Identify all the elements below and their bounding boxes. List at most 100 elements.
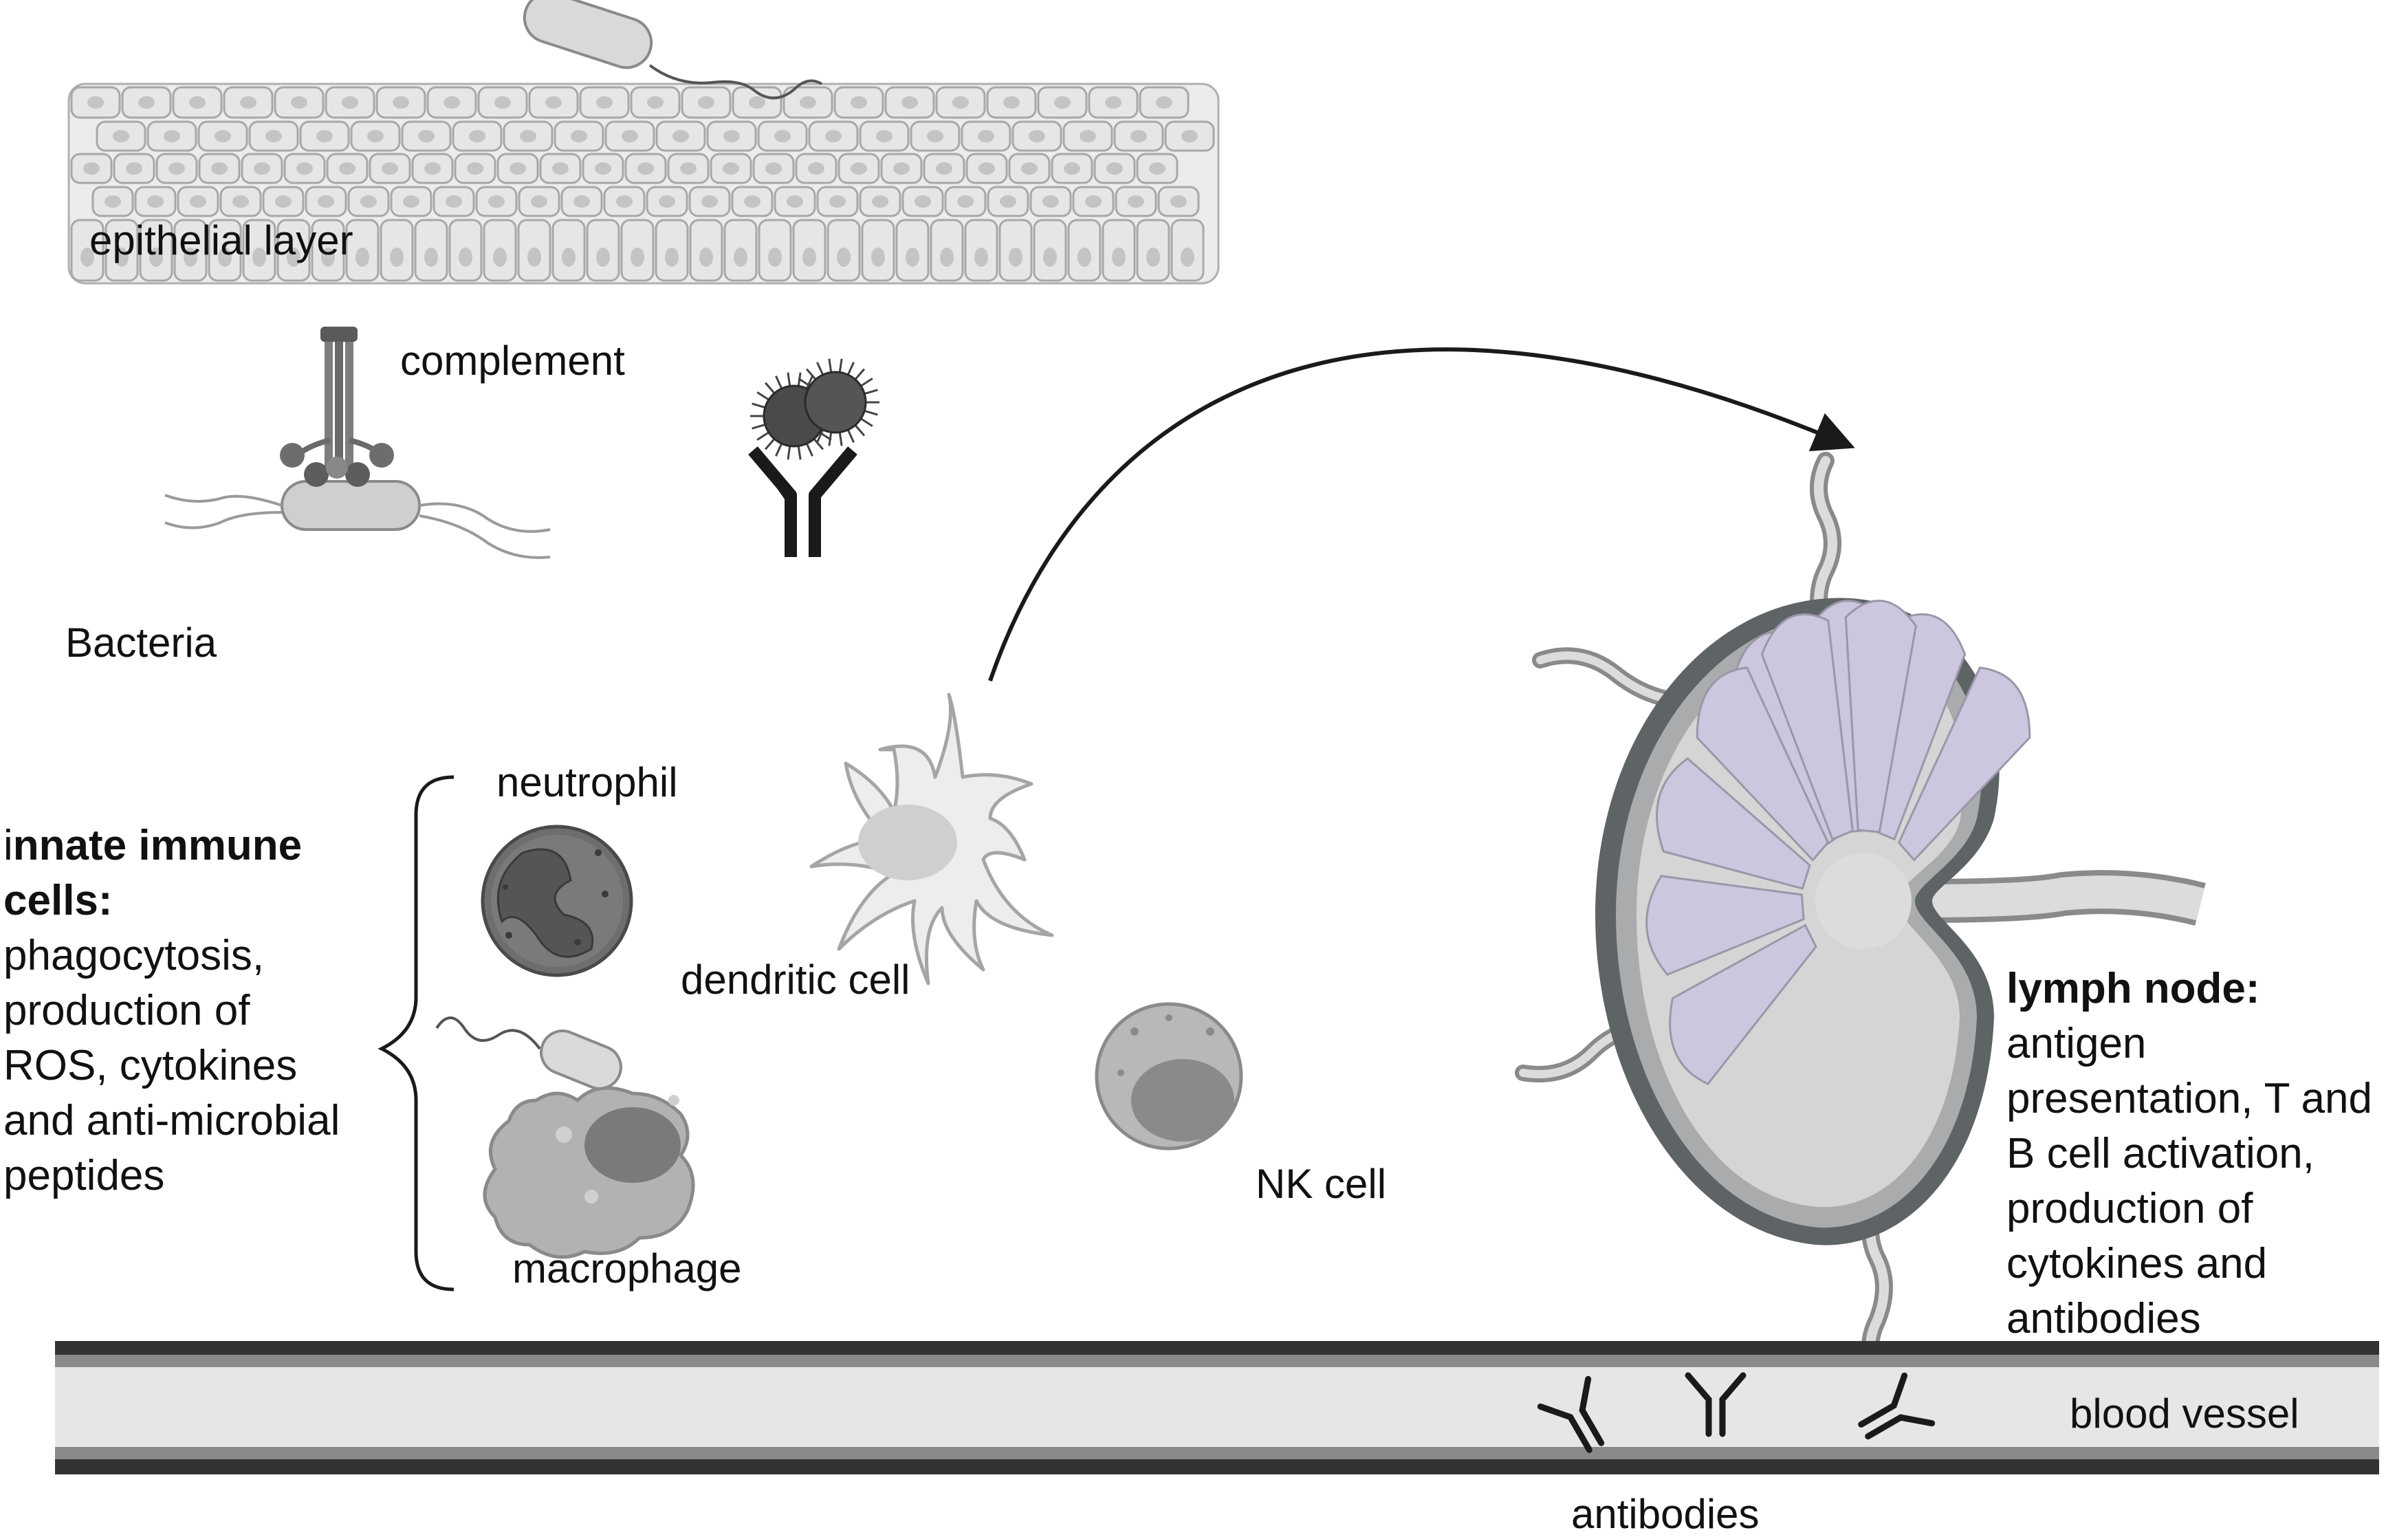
bacteria-label: Bacteria: [65, 620, 217, 666]
epithelial-nucleus: [978, 130, 994, 142]
epithelial-nucleus: [573, 195, 590, 208]
coccus-pilus: [816, 362, 824, 375]
migration-arrow: [988, 347, 1855, 682]
epithelial-nucleus: [1181, 248, 1194, 267]
epithelial-nucleus: [275, 195, 292, 208]
coccus-pilus: [752, 402, 766, 409]
epithelial-nucleus: [893, 162, 910, 175]
complement-label: complement: [400, 338, 625, 384]
epithelial-nucleus: [659, 195, 675, 208]
epithelial-nucleus: [164, 130, 180, 142]
innate-title-line1: innate immune: [3, 818, 340, 873]
epithelial-nucleus: [562, 248, 576, 267]
coccus-pilus: [805, 443, 813, 457]
bacterium-top-icon: [523, 0, 823, 100]
coccus-pilus: [787, 372, 791, 386]
dendritic-cell-icon: [809, 693, 1054, 985]
epithelial-nucleus: [80, 248, 94, 267]
lymph-line: production of: [2006, 1185, 2253, 1232]
epithelial-nucleus: [316, 130, 333, 142]
epithelial-nucleus: [978, 162, 995, 175]
epithelial-nucleus: [936, 162, 952, 175]
innate-line: peptides: [3, 1152, 165, 1199]
epithelial-nucleus: [287, 248, 300, 267]
coccus-pilus: [752, 423, 766, 430]
diplococcus-antibody-icon: [748, 358, 879, 557]
epithelial-nucleus: [296, 162, 313, 175]
epithelial-nucleus: [1000, 195, 1016, 208]
blood-vessel: [55, 1341, 2379, 1474]
epithelial-nucleus: [1043, 248, 1057, 267]
epithelial-nucleus: [616, 195, 633, 208]
epithelial-nucleus: [1106, 162, 1123, 175]
coccus-pilus: [860, 417, 873, 427]
lymph-lobe: [1645, 875, 1805, 976]
innate-line: phagocytosis,: [3, 932, 265, 979]
epithelial-nucleus: [940, 248, 954, 267]
epithelial-nucleus: [829, 195, 846, 208]
lymph-line: presentation, T and: [2006, 1075, 2372, 1122]
epithelial-nucleus: [680, 162, 697, 175]
epithelial-nucleus: [494, 96, 511, 109]
epithelial-nucleus: [138, 96, 155, 109]
blood-vessel-label: blood vessel: [2070, 1391, 2299, 1437]
epithelial-nucleus: [360, 195, 377, 208]
epithelial-nucleus: [872, 195, 888, 208]
coccus-pilus: [756, 431, 769, 441]
neutrophil-label: neutrophil: [496, 759, 678, 805]
epithelial-nucleus: [851, 96, 867, 109]
lymph-lobe: [1656, 757, 1811, 890]
epithelial-nucleus: [168, 162, 185, 175]
epithelial-nucleus: [1146, 248, 1160, 267]
epithelial-nucleus: [459, 248, 472, 267]
coccus-pilus: [828, 432, 833, 446]
epithelial-nucleus: [901, 96, 918, 109]
epithelial-nucleus: [424, 248, 438, 267]
coccus-pilus: [846, 429, 855, 443]
epithelial-nucleus: [952, 96, 969, 109]
epithelial-nucleus: [291, 96, 307, 109]
epithelial-nucleus: [190, 195, 206, 208]
epithelial-nucleus: [765, 162, 782, 175]
epithelial-nucleus: [1156, 96, 1172, 109]
epithelial-nucleus: [595, 162, 611, 175]
coccus-pilus: [838, 358, 843, 373]
epithelial-nucleus: [1021, 162, 1038, 175]
epithelial-nucleus: [734, 248, 747, 267]
epithelial-nucleus: [808, 162, 824, 175]
epithelial-nucleus: [493, 248, 507, 267]
epithelial-nucleus: [510, 162, 526, 175]
epithelial-nucleus: [800, 96, 816, 109]
epithelial-nucleus: [403, 195, 419, 208]
dendritic-cell-label: dendritic cell: [681, 957, 910, 1003]
epithelial-nucleus: [545, 96, 562, 109]
epithelial-nucleus: [339, 162, 355, 175]
epithelial-nucleus: [774, 130, 791, 142]
epithelial-nucleus: [1170, 195, 1187, 208]
epithelial-layer-label: epithelial layer: [89, 217, 353, 263]
epithelial-nucleus: [787, 195, 803, 208]
neutrophil-icon: [481, 825, 633, 977]
epithelial-nucleus: [915, 195, 931, 208]
epithelial-nucleus: [218, 248, 232, 267]
epithelial-nucleus: [596, 248, 610, 267]
epithelial-nucleus: [126, 162, 142, 175]
lymph-line: antibodies: [2006, 1295, 2201, 1342]
complement-icon: [164, 327, 551, 559]
epithelial-layer: [67, 83, 1220, 285]
epithelial-nucleus: [184, 248, 197, 267]
epithelial-nucleus: [1128, 195, 1144, 208]
lymph-lobe: [1844, 600, 1917, 833]
coccus-pilus: [764, 382, 776, 394]
epithelial-nucleus: [1181, 130, 1198, 142]
macrophage-icon: [435, 1016, 695, 1259]
epithelial-nucleus: [252, 248, 266, 267]
lymph-line: cytokines and: [2006, 1240, 2268, 1287]
coccus-pilus: [775, 443, 783, 457]
epithelial-nucleus: [876, 130, 893, 142]
epithelial-nucleus: [871, 248, 885, 267]
epithelial-nucleus: [488, 195, 505, 208]
epithelial-nucleus: [802, 248, 816, 267]
epithelial-nucleus: [825, 130, 842, 142]
